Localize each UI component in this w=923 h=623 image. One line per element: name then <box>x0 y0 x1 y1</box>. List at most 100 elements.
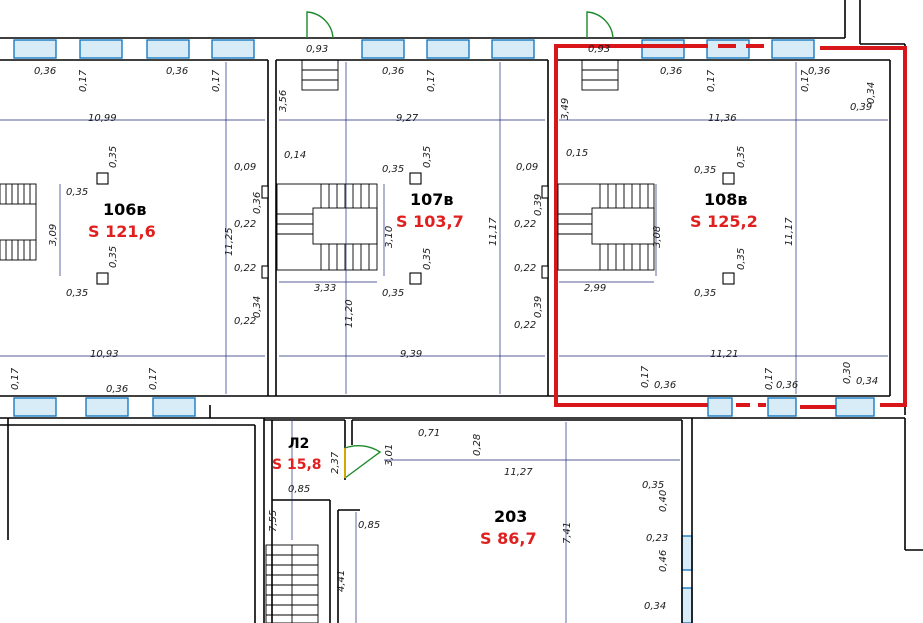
dimension-label: 11,25 <box>224 227 235 256</box>
dimension-texts: 0,36 0,17 0,36 0,17 10,99 0,35 0,35 3,09… <box>10 44 878 612</box>
dimension-label: 3,09 <box>48 224 59 246</box>
window <box>835 397 875 417</box>
dimension-label: 4,41 <box>336 570 347 592</box>
dimension-label: 0,39 <box>533 194 544 216</box>
dimension-label: 0,36 <box>654 380 676 391</box>
dimension-label: 0,39 <box>850 102 872 113</box>
window <box>211 39 255 59</box>
room-106-area: S 121,6 <box>88 222 156 241</box>
door <box>344 445 382 479</box>
dimension-label: 11,36 <box>708 113 737 124</box>
dimension-label: 0,22 <box>234 263 256 274</box>
stairs <box>0 59 655 623</box>
dimension-label: 2,99 <box>584 283 606 294</box>
dimension-label: 11,20 <box>344 299 355 328</box>
dimension-label: 0,36 <box>808 66 830 77</box>
dimension-label: 11,17 <box>784 217 795 246</box>
window <box>361 39 405 59</box>
window <box>771 39 815 59</box>
dimension-label: 11,21 <box>710 349 739 360</box>
dimension-label: 3,08 <box>652 226 663 248</box>
dimension-label: 0,36 <box>106 384 128 395</box>
door <box>306 11 334 39</box>
dimension-label: 0,34 <box>644 601 666 612</box>
room-203-area: S 86,7 <box>480 529 537 548</box>
dimension-label: 0,34 <box>866 82 877 104</box>
dimension-label: 0,35 <box>694 165 716 176</box>
dimension-label: 3,01 <box>384 444 395 466</box>
dimension-label: 7,55 <box>268 510 279 532</box>
dimension-label: 0,22 <box>514 219 536 230</box>
highlight-outline <box>554 44 907 409</box>
doors <box>306 11 614 479</box>
dimension-label: 0,46 <box>658 550 669 572</box>
dimension-label: 0,22 <box>514 320 536 331</box>
windows-bottom <box>13 397 875 623</box>
dimension-label: 11,17 <box>488 217 499 246</box>
dimension-label: 0,17 <box>148 367 159 390</box>
dimension-label: 0,17 <box>800 69 811 92</box>
room-108-area: S 125,2 <box>690 212 758 231</box>
dimension-label: 0,36 <box>776 380 798 391</box>
dimension-label: 0,35 <box>66 288 88 299</box>
dimension-label: 0,09 <box>234 162 256 173</box>
dimension-label: 0,36 <box>166 66 188 77</box>
room-107-number: 107в <box>410 190 454 209</box>
room-108-number: 108в <box>704 190 748 209</box>
dimension-label: 0,35 <box>422 146 433 168</box>
dimension-label: 0,34 <box>856 376 878 387</box>
window <box>13 397 57 417</box>
dimension-label: 0,15 <box>566 148 588 159</box>
dimension-label: 11,27 <box>504 467 533 478</box>
dimension-label: 7,41 <box>562 522 573 544</box>
window <box>85 397 129 417</box>
window <box>491 39 535 59</box>
dimension-label: 0,17 <box>426 69 437 92</box>
dimension-label: 0,35 <box>108 146 119 168</box>
room-107-area: S 103,7 <box>396 212 464 231</box>
dimension-label: 0,35 <box>66 187 88 198</box>
dimension-label: 0,35 <box>382 164 404 175</box>
window <box>13 39 57 59</box>
dimension-label: 0,28 <box>472 434 483 456</box>
window <box>681 535 693 571</box>
dimension-label: 0,14 <box>284 150 306 161</box>
dimension-label: 9,27 <box>396 113 419 124</box>
dimension-label: 0,36 <box>34 66 56 77</box>
window <box>152 397 196 417</box>
dimension-label: 0,93 <box>306 44 328 55</box>
dimension-label: 0,35 <box>642 480 664 491</box>
room-l2-area: S 15,8 <box>272 457 322 473</box>
window <box>146 39 190 59</box>
dimension-label: 0,22 <box>234 316 256 327</box>
dimension-label: 0,93 <box>588 44 610 55</box>
dimension-label: 0,22 <box>514 263 536 274</box>
dimension-label: 0,23 <box>646 533 668 544</box>
dimension-label: 0,40 <box>658 490 669 512</box>
columns <box>96 172 735 285</box>
dimension-label: 3,33 <box>314 283 336 294</box>
dimension-label: 0,35 <box>736 248 747 270</box>
window <box>426 39 470 59</box>
dimension-label: 0,85 <box>288 484 310 495</box>
window <box>681 587 693 623</box>
dimension-label: 0,17 <box>764 367 775 390</box>
window <box>79 39 123 59</box>
window <box>767 397 797 417</box>
dimension-label: 0,36 <box>382 66 404 77</box>
dimension-lines <box>0 62 888 623</box>
dimension-label: 9,39 <box>400 349 422 360</box>
dimension-label: 0,17 <box>706 69 717 92</box>
room-labels: 106в S 121,6 107в S 103,7 108в S 125,2 Л… <box>88 190 758 548</box>
dimension-label: 3,49 <box>560 98 571 120</box>
dimension-label: 0,17 <box>640 365 651 388</box>
door <box>586 11 614 39</box>
room-106-number: 106в <box>103 200 147 219</box>
dimension-label: 0,39 <box>533 296 544 318</box>
dimension-label: 0,09 <box>516 162 538 173</box>
dimension-label: 10,93 <box>90 349 119 360</box>
window <box>707 397 733 417</box>
dimension-label: 0,71 <box>418 428 440 439</box>
